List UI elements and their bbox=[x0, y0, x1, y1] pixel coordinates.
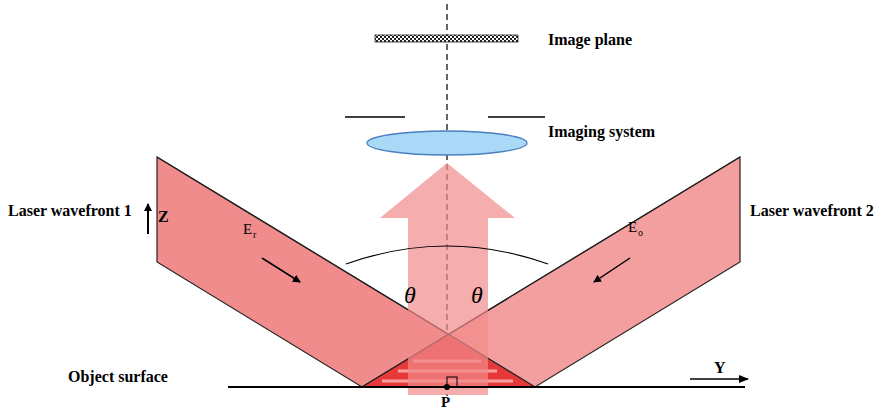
part-label: Imaging system bbox=[548, 124, 655, 140]
imaging-beam-arrow bbox=[380, 163, 515, 395]
surface-label: Object surface bbox=[68, 369, 168, 385]
aperture-stop bbox=[345, 116, 405, 117]
angle-symbol: θ bbox=[404, 283, 416, 307]
y-axis-arrow bbox=[690, 378, 748, 379]
axis-label: Z bbox=[158, 209, 169, 225]
aperture-stop bbox=[488, 116, 545, 117]
axis-label: Y bbox=[714, 360, 726, 376]
angle-symbol: θ bbox=[471, 283, 483, 307]
beam-label: Laser wavefront 1 bbox=[8, 203, 132, 219]
point-label: P bbox=[441, 395, 450, 410]
angle-arc bbox=[346, 246, 548, 264]
propagation-arrow bbox=[594, 258, 630, 282]
beam-label: Laser wavefront 2 bbox=[750, 203, 874, 219]
lens bbox=[367, 131, 527, 155]
part-label: Image plane bbox=[548, 32, 632, 48]
z-axis-arrow bbox=[147, 204, 149, 234]
point-p bbox=[444, 384, 450, 390]
field-subscript: r bbox=[253, 230, 256, 240]
propagation-arrow bbox=[262, 258, 300, 282]
field-subscript: o bbox=[638, 228, 643, 238]
object-surface bbox=[228, 386, 745, 388]
field-symbol: E bbox=[628, 220, 637, 235]
field-symbol: E bbox=[243, 222, 252, 237]
image-plane bbox=[375, 35, 518, 42]
